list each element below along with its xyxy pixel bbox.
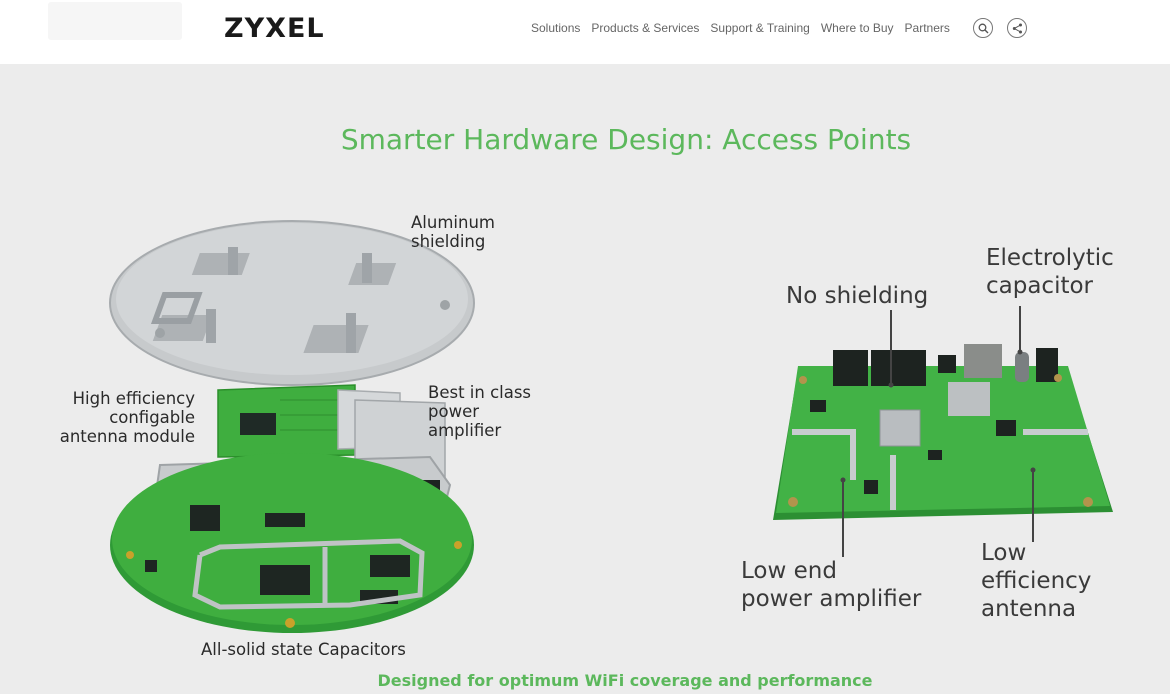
main-nav: Solutions Products & Services Support & … (531, 21, 961, 35)
header-placeholder (48, 2, 182, 40)
label-line: antenna module (59, 427, 195, 446)
competitor-board-illustration (773, 344, 1113, 520)
label-line: antenna (981, 596, 1077, 622)
label-line: Low end (741, 558, 837, 584)
pcb-pads (126, 541, 462, 628)
board-surface (776, 366, 1110, 513)
brand-logo[interactable]: ZYXEL (224, 13, 325, 44)
label-line: High efficiency (72, 389, 195, 408)
board-inductors (833, 348, 1058, 386)
callout-dots (840, 349, 1036, 483)
label-antenna-module: High efficiency configable antenna modul… (45, 389, 195, 446)
shield-tabs (206, 247, 372, 353)
antenna-module-chip (240, 413, 276, 435)
label-solid-capacitors: All-solid state Capacitors (201, 640, 406, 659)
shield-screw-hole (440, 300, 450, 310)
label-line: Low (981, 540, 1027, 566)
shield-screw-hole (155, 328, 165, 338)
page-subtitle: Designed for optimum WiFi coverage and p… (377, 671, 873, 690)
search-button[interactable] (973, 18, 993, 38)
site-header: ZYXEL Solutions Products & Services Supp… (0, 0, 1170, 64)
page-title: Smarter Hardware Design: Access Points (340, 123, 912, 156)
nav-partners[interactable]: Partners (904, 21, 950, 35)
heatsink (879, 409, 921, 447)
nav-support-training[interactable]: Support & Training (710, 21, 810, 35)
label-line: efficiency (981, 568, 1092, 594)
label-line: shielding (411, 232, 486, 251)
label-no-shielding: No shielding (786, 283, 929, 309)
electrolytic-capacitor (1015, 352, 1029, 382)
transformer-block (964, 344, 1002, 378)
nav-products-services[interactable]: Products & Services (591, 21, 700, 35)
board-mount-holes (788, 374, 1093, 507)
label-electrolytic-capacitor: Electrolytic capacitor (986, 244, 1114, 300)
label-line: Aluminum (411, 213, 495, 232)
label-line: Electrolytic (986, 245, 1114, 271)
nav-solutions[interactable]: Solutions (531, 21, 581, 35)
label-line: configable (109, 408, 195, 427)
label-line: amplifier (428, 421, 502, 440)
label-aluminum-shielding: Aluminum shielding (411, 213, 495, 251)
heatsink-small (948, 382, 990, 416)
share-button[interactable] (1007, 18, 1027, 38)
label-line: capacitor (986, 273, 1094, 299)
share-icon (1012, 23, 1022, 33)
board-traces (792, 429, 1088, 510)
nav-where-to-buy[interactable]: Where to Buy (820, 21, 894, 35)
board-chips (810, 400, 1016, 494)
label-line: power (428, 402, 479, 421)
label-low-efficiency-antenna: Low efficiency antenna (981, 539, 1091, 623)
label-low-end-amplifier: Low end power amplifier (741, 557, 921, 613)
label-line: power amplifier (741, 586, 922, 612)
main-pcb (112, 453, 472, 625)
label-power-amplifier: Best in class power amplifier (428, 383, 531, 440)
antenna-traces (280, 399, 340, 431)
pcb-shield-walls (192, 538, 425, 610)
label-line: Best in class (428, 383, 532, 402)
search-icon (978, 23, 988, 33)
callout-line-set (842, 306, 1034, 557)
access-point-exploded-illustration (109, 220, 475, 633)
